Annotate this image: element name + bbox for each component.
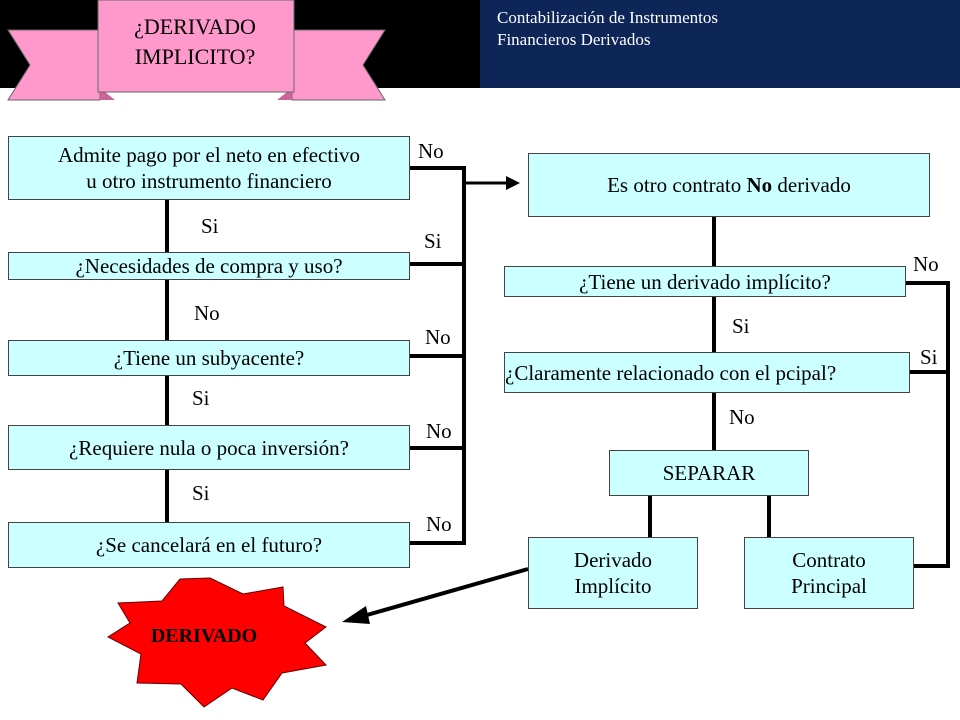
ribbon-banner-text: ¿DERIVADO IMPLICITO?: [98, 12, 292, 72]
q-investment-text: ¿Requiere nula o poca inversión?: [69, 435, 349, 460]
label-no-q5: No: [426, 512, 452, 536]
q-net-settlement-line2: u otro instrumento financiero: [86, 169, 332, 193]
q-net-settlement-box: Admite pago por el neto en efectivo u ot…: [8, 136, 410, 200]
label-no-2: No: [194, 301, 220, 325]
derivado-label: DERIVADO: [150, 625, 258, 647]
q-investment-box: ¿Requiere nula o poca inversión?: [8, 425, 410, 470]
q-purchase-needs-box: ¿Necesidades de compra y uso?: [8, 252, 410, 280]
embedded-derivative-line2: Implícito: [574, 574, 652, 598]
principal-contract-line1: Contrato: [792, 548, 866, 572]
label-si-r2: Si: [732, 314, 750, 338]
q-embedded-derivative-box: ¿Tiene un derivado implícito?: [504, 266, 906, 297]
label-no-q3: No: [425, 325, 451, 349]
q-underlying-text: ¿Tiene un subyacente?: [113, 346, 305, 370]
separate-text: SEPARAR: [662, 461, 756, 485]
label-no-r3: No: [729, 405, 755, 429]
label-no-q4: No: [426, 419, 452, 443]
separate-box: SEPARAR: [609, 450, 809, 496]
header-title-line1: Contabilización de Instrumentos: [497, 8, 718, 27]
not-derivative-text: Es otro contrato No derivado: [607, 172, 851, 198]
q-settle-future-text: ¿Se cancelará en el futuro?: [95, 533, 323, 557]
embedded-derivative-line1: Derivado: [573, 548, 653, 572]
q-underlying-box: ¿Tiene un subyacente?: [8, 340, 410, 376]
principal-contract-line2: Principal: [791, 574, 867, 598]
label-si-3: Si: [192, 386, 210, 410]
q-settle-future-box: ¿Se cancelará en el futuro?: [8, 522, 410, 568]
banner-line2: IMPLICITO?: [134, 44, 256, 69]
q-closely-related-text: ¿Claramente relacionado con el pcipal?: [505, 360, 837, 385]
embedded-derivative-box: Derivado Implícito: [528, 537, 698, 609]
label-si-q2: Si: [424, 229, 442, 253]
q-net-settlement-line1: Admite pago por el neto en efectivo: [57, 143, 361, 167]
not-derivative-bold: No: [746, 173, 773, 197]
principal-contract-box: Contrato Principal: [744, 537, 914, 609]
banner-line1: ¿DERIVADO: [134, 14, 256, 39]
label-no-r2: No: [913, 252, 939, 276]
header-title: Contabilización de Instrumentos Financie…: [497, 7, 718, 51]
header-title-panel: [480, 0, 960, 88]
label-no-q1: No: [418, 139, 444, 163]
q-purchase-needs-text: ¿Necesidades de compra y uso?: [75, 254, 343, 278]
label-si-4: Si: [192, 481, 210, 505]
ribbon-banner: [7, 0, 386, 101]
label-si-r3: Si: [920, 345, 938, 369]
header-title-line2: Financieros Derivados: [497, 30, 651, 49]
not-derivative-post: derivado: [772, 173, 851, 197]
not-derivative-pre: Es otro contrato: [607, 173, 747, 197]
q-closely-related-box: ¿Claramente relacionado con el pcipal?: [504, 352, 910, 393]
label-si-1: Si: [201, 214, 219, 238]
derivado-star: [106, 577, 328, 708]
q-embedded-derivative-text: ¿Tiene un derivado implícito?: [579, 269, 831, 294]
not-derivative-box: Es otro contrato No derivado: [528, 153, 930, 217]
